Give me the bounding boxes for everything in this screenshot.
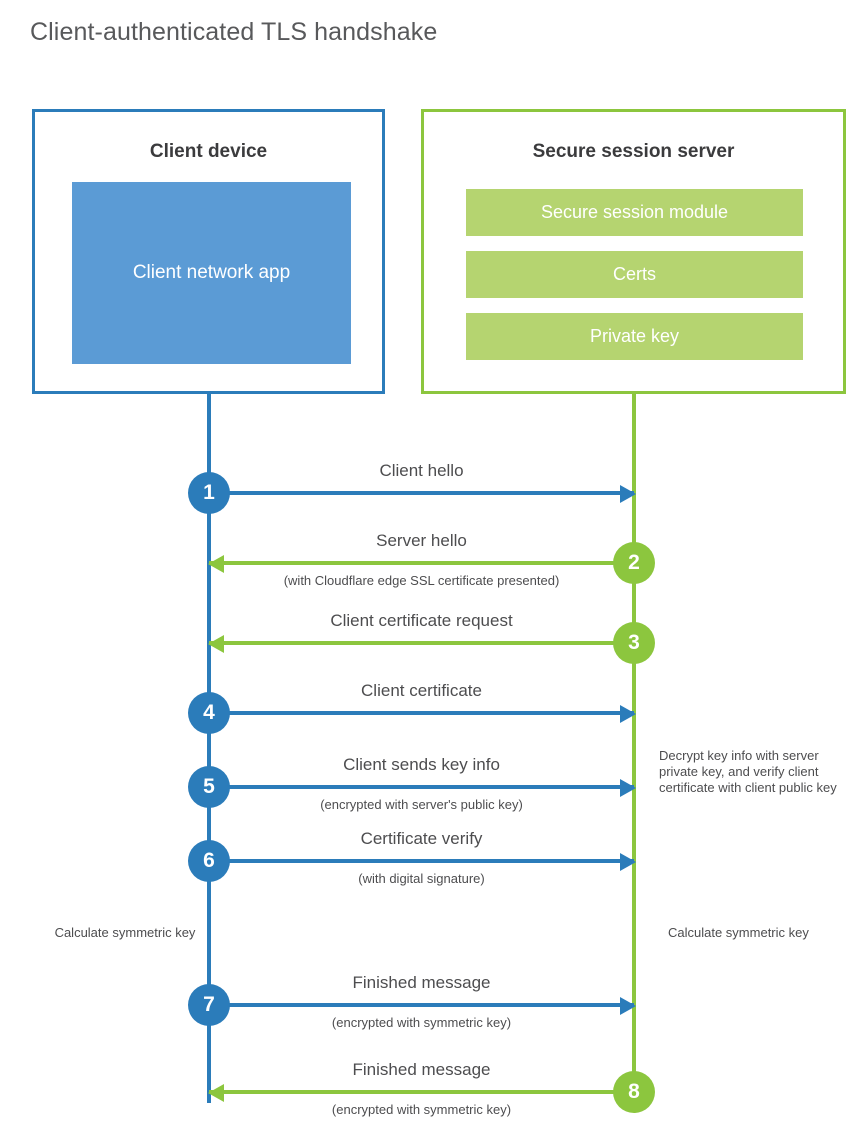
arrow-head-right-icon — [620, 997, 636, 1015]
arrow-head-left-icon — [208, 1084, 224, 1102]
message-label: Finished message — [352, 1060, 491, 1079]
arrow-head-right-icon — [620, 853, 636, 871]
arrow-head-right-icon — [620, 779, 636, 797]
step-number-badge-3: 3 — [613, 622, 655, 664]
arrow-head-right-icon — [620, 485, 636, 503]
arrow-line — [209, 491, 634, 495]
server-lifeline — [632, 393, 636, 1093]
arrow-line — [209, 1003, 634, 1007]
server-component-certs: Certs — [466, 251, 803, 298]
arrow-line — [209, 641, 634, 645]
server-component-private-key: Private key — [466, 313, 803, 360]
page-title: Client-authenticated TLS handshake — [30, 18, 438, 46]
server-component-label: Secure session module — [540, 202, 729, 222]
step-number-badge-1: 1 — [188, 472, 230, 514]
step-number-badge-5: 5 — [188, 766, 230, 808]
secure-session-server-box: Secure session server Secure session mod… — [421, 109, 846, 394]
client-device-title: Client device — [149, 141, 268, 162]
message-sublabel: (encrypted with symmetric key) — [331, 1015, 512, 1030]
arrow-line — [209, 785, 634, 789]
server-calculate-symmetric-key-annotation: Calculate symmetric key — [668, 925, 809, 940]
arrow-line — [209, 1090, 634, 1094]
message-label: Finished message — [352, 973, 491, 992]
step-number-badge-7: 7 — [188, 984, 230, 1026]
arrow-head-left-icon — [208, 555, 224, 573]
message-sublabel: (with Cloudflare edge SSL certificate pr… — [283, 573, 560, 588]
message-sublabel: (encrypted with server's public key) — [320, 797, 523, 812]
arrow-line — [209, 711, 634, 715]
server-component-label: Private key — [589, 326, 680, 346]
step-number-badge-6: 6 — [188, 840, 230, 882]
arrow-head-left-icon — [208, 635, 224, 653]
server-component-secure-session-module: Secure session module — [466, 189, 803, 236]
client-network-app-label: Client network app — [132, 262, 291, 283]
message-label: Client certificate — [361, 681, 482, 700]
step-number-badge-2: 2 — [613, 542, 655, 584]
server-component-label: Certs — [612, 264, 656, 284]
secure-session-server-title: Secure session server — [532, 141, 735, 162]
client-network-app-block: Client network app — [72, 182, 351, 364]
arrow-line — [209, 859, 634, 863]
message-sublabel: (encrypted with symmetric key) — [331, 1102, 512, 1117]
message-label: Client certificate request — [330, 611, 513, 630]
step-number-badge-8: 8 — [613, 1071, 655, 1113]
client-calculate-symmetric-key-annotation: Calculate symmetric key — [54, 925, 196, 940]
arrow-line — [209, 561, 634, 565]
message-label: Client hello — [379, 461, 464, 480]
arrow-head-right-icon — [620, 705, 636, 723]
message-label: Server hello — [376, 531, 467, 550]
client-device-box: Client device Client network app — [32, 109, 385, 394]
step-number-badge-4: 4 — [188, 692, 230, 734]
message-sublabel: (with digital signature) — [358, 871, 485, 886]
message-label: Client sends key info — [343, 755, 500, 774]
client-lifeline — [207, 393, 211, 1103]
server-decrypt-annotation: Decrypt key info with server private key… — [659, 748, 837, 795]
message-label: Certificate verify — [360, 829, 483, 848]
